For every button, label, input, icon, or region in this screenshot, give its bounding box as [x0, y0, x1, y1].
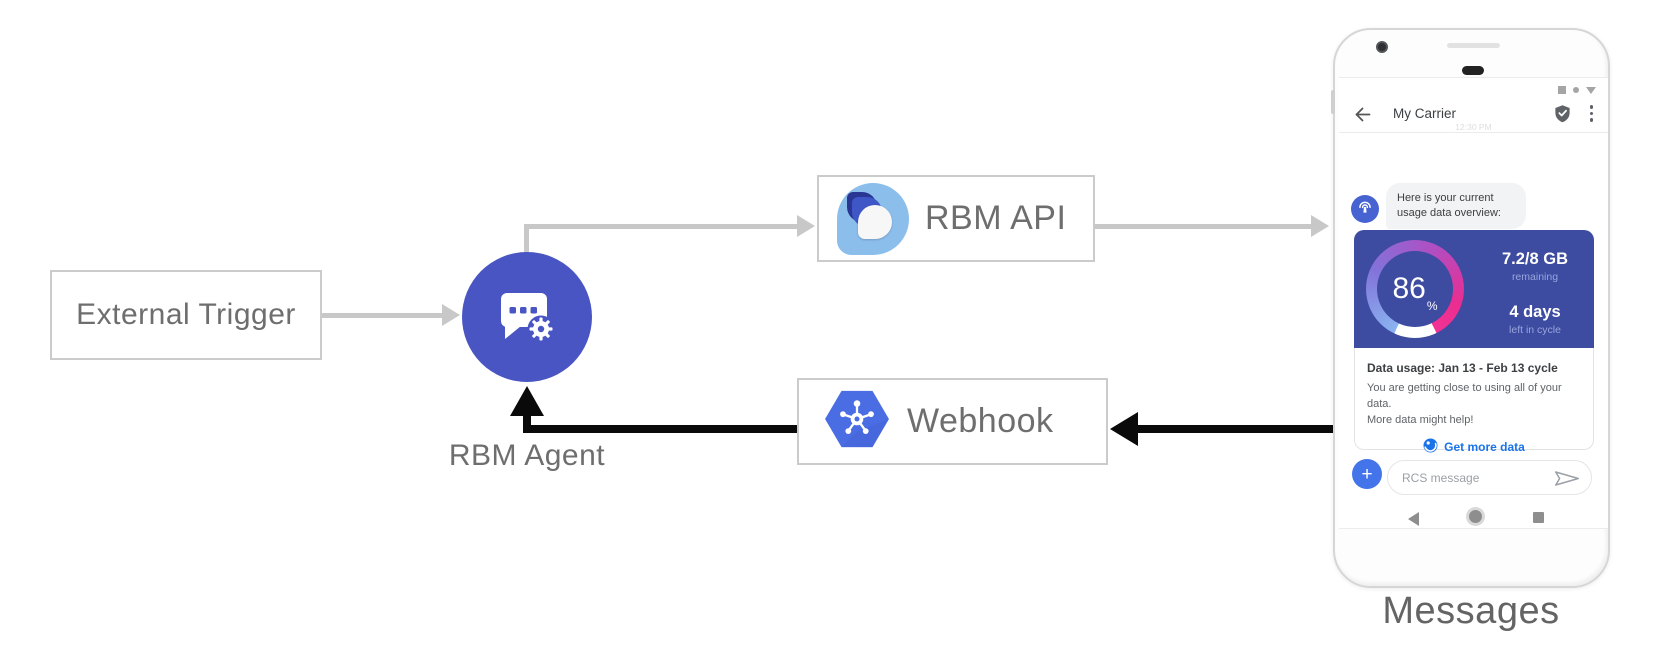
nav-back-icon[interactable] [1408, 512, 1419, 526]
phone-speaker [1447, 43, 1500, 48]
usage-card-details: Data usage: Jan 13 - Feb 13 cycle You ar… [1354, 348, 1594, 454]
conversation-header: My Carrier [1339, 98, 1608, 133]
arrow-webhook-to-agent-horizontal [527, 425, 797, 433]
gauge-percent: 86 [1392, 272, 1426, 305]
phone-mockup: My Carrier 12:30 PM [1331, 28, 1610, 588]
arrow-webhook-to-agent-head [510, 386, 544, 416]
arrow-agent-to-api-head [797, 215, 815, 237]
gauge-percent-sign: % [1426, 299, 1438, 313]
cycle-days-value: 4 days [1509, 303, 1561, 321]
usage-gauge-ring: 86 % [1366, 240, 1464, 338]
webhook-node: Webhook [797, 378, 1108, 465]
add-attachment-button[interactable]: + [1352, 459, 1382, 489]
status-circle-icon [1573, 87, 1579, 93]
remaining-value: 7.2/8 GB [1501, 250, 1569, 268]
usage-card-title: Data usage: Jan 13 - Feb 13 cycle [1367, 361, 1558, 375]
phone-camera [1376, 41, 1388, 53]
phone-screen: My Carrier 12:30 PM [1339, 77, 1608, 529]
arrow-api-to-phone-line [1095, 224, 1311, 229]
status-square-icon [1558, 86, 1566, 94]
phone-side-button [1331, 90, 1335, 114]
arrow-phone-to-webhook-head [1110, 412, 1138, 446]
broadcast-antenna-icon [1356, 198, 1374, 221]
phone-earpiece [1462, 66, 1484, 75]
external-trigger-label: External Trigger [76, 298, 296, 331]
rcs-droplet-logo-icon [837, 182, 909, 255]
usage-card-body: You are getting close to using all of yo… [1367, 381, 1581, 429]
arrow-api-to-phone-head [1311, 215, 1329, 237]
cycle-days-label: left in cycle [1509, 324, 1561, 336]
rbm-agent-node [462, 252, 592, 382]
get-more-data-label: Get more data [1444, 439, 1525, 454]
shield-check-icon[interactable] [1553, 103, 1572, 129]
usage-gauge-value: 86 % [1377, 251, 1453, 327]
compose-bar[interactable] [1387, 460, 1592, 495]
arrow-agent-to-api-horizontal [524, 224, 798, 229]
nav-recents-icon[interactable] [1533, 512, 1544, 523]
phone-caption: Messages [1382, 590, 1560, 632]
back-arrow-icon[interactable] [1354, 107, 1371, 127]
timestamp: 12:30 PM [1455, 122, 1492, 132]
rbm-agent-label: RBM Agent [448, 439, 606, 472]
agent-message-bubble: Here is your current usage data overview… [1386, 183, 1526, 229]
arrow-agent-to-api-vertical [524, 224, 529, 254]
arrow-phone-to-webhook-line [1136, 425, 1334, 433]
arrow-webhook-to-agent-vertical [523, 413, 531, 433]
webhook-label: Webhook [907, 402, 1054, 440]
conversation-title: My Carrier [1393, 106, 1456, 121]
arrow-trigger-to-agent-line [322, 313, 442, 318]
rbm-api-label: RBM API [925, 199, 1067, 237]
get-more-data-button[interactable]: Get more data [1367, 438, 1581, 456]
usage-card-body-line1: You are getting close to using all of yo… [1367, 382, 1562, 410]
usage-card-gauge-panel: 86 % 7.2/8 GB remaining 4 days left in c… [1354, 230, 1594, 348]
kebab-menu-icon[interactable] [1589, 105, 1593, 122]
rcs-message-input[interactable] [1388, 470, 1528, 485]
rbm-api-node: RBM API [817, 175, 1095, 262]
status-bar [1558, 86, 1596, 94]
globe-icon [1423, 438, 1438, 456]
arrow-trigger-to-agent-head [442, 304, 460, 326]
usage-card: 86 % 7.2/8 GB remaining 4 days left in c… [1354, 230, 1594, 454]
external-trigger-node: External Trigger [50, 270, 322, 360]
remaining-label: remaining [1511, 271, 1559, 283]
hexagon-hub-icon [823, 389, 891, 454]
status-signal-icon [1586, 86, 1596, 94]
nav-home-icon[interactable] [1469, 510, 1482, 523]
usage-card-body-line2: More data might help! [1367, 413, 1474, 426]
send-icon[interactable] [1554, 470, 1580, 492]
agent-avatar [1351, 195, 1379, 223]
plus-icon: + [1361, 463, 1373, 485]
chat-bubble-gear-icon [493, 281, 561, 354]
